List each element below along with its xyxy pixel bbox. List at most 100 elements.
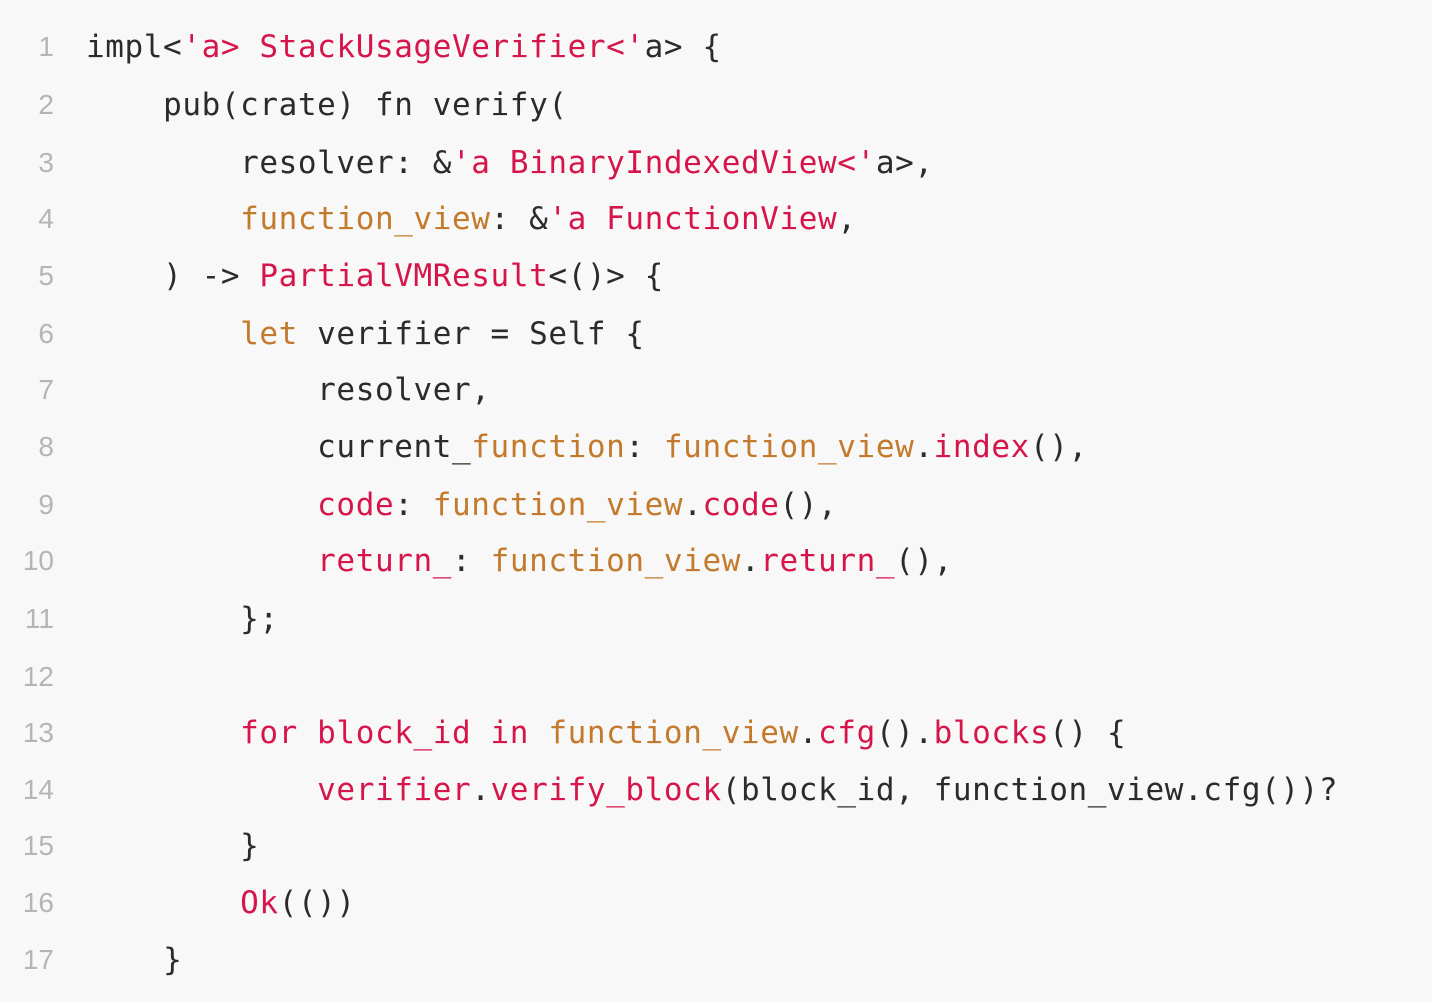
code-text: verifier.verify_block(block_id, function… xyxy=(86,772,1338,808)
line-number: 15 xyxy=(22,829,54,861)
indent xyxy=(86,145,240,181)
line-number: 12 xyxy=(22,660,54,692)
code-token: }; xyxy=(240,600,279,637)
code-token: block_id xyxy=(317,714,472,751)
code-token: () { xyxy=(1049,714,1127,751)
code-line[interactable]: 13 for block_id in function_view.cfg().b… xyxy=(0,704,1432,761)
code-line[interactable]: 2 pub(crate) fn verify( xyxy=(0,76,1432,133)
code-token: 'a> xyxy=(182,28,241,65)
code-text: Ok(()) xyxy=(86,885,356,921)
indent xyxy=(86,201,240,237)
code-token: cfg xyxy=(818,714,876,751)
code-text: } xyxy=(86,828,259,864)
code-token: pub(crate) fn verify( xyxy=(163,86,568,123)
indent xyxy=(86,429,317,465)
code-line[interactable]: 3 resolver: &'a BinaryIndexedView<'a>, xyxy=(0,134,1432,191)
code-line[interactable]: 14 verifier.verify_block(block_id, funct… xyxy=(0,761,1432,818)
code-line[interactable]: 5 ) -> PartialVMResult<()> { xyxy=(0,247,1432,304)
code-token: PartialVMResult xyxy=(259,257,549,294)
code-token: function xyxy=(471,428,626,465)
code-token: : xyxy=(625,428,664,465)
indent xyxy=(86,87,163,123)
code-token: blocks xyxy=(933,714,1050,751)
code-line[interactable]: 16 Ok(()) xyxy=(0,874,1432,931)
indent xyxy=(86,372,317,408)
code-token: . xyxy=(914,428,934,465)
indent xyxy=(86,942,163,978)
code-token: (), xyxy=(895,542,953,579)
code-token: function_view xyxy=(490,542,741,579)
code-token: : xyxy=(452,542,491,579)
code-token: function_view xyxy=(240,200,491,237)
line-number: 7 xyxy=(38,373,54,405)
code-text: for block_id in function_view.cfg().bloc… xyxy=(86,715,1126,751)
code-token: function_view xyxy=(548,714,799,751)
line-number: 6 xyxy=(38,317,54,349)
code-token: . xyxy=(471,771,491,808)
indent xyxy=(86,258,163,294)
indent xyxy=(86,316,240,352)
line-number: 11 xyxy=(24,602,54,634)
code-token: } xyxy=(163,941,183,978)
code-text: resolver, xyxy=(86,372,491,408)
indent xyxy=(86,828,240,864)
code-line[interactable]: 9 code: function_view.code(), xyxy=(0,476,1432,533)
indent xyxy=(86,885,240,921)
indent xyxy=(86,543,317,579)
code-text: current_function: function_view.index(), xyxy=(86,429,1088,465)
line-number: 16 xyxy=(22,886,54,918)
code-token: StackUsageVerifier<' xyxy=(259,28,645,65)
code-text: }; xyxy=(86,601,279,637)
code-text: ) -> PartialVMResult<()> { xyxy=(86,258,664,294)
code-line[interactable]: 4 function_view: &'a FunctionView, xyxy=(0,190,1432,247)
code-token: 'a xyxy=(548,200,587,237)
code-line[interactable]: 6 let verifier = Self { xyxy=(0,305,1432,362)
code-line[interactable]: 15 } xyxy=(0,817,1432,874)
code-token: (()) xyxy=(278,884,356,921)
code-line[interactable]: 11 }; xyxy=(0,590,1432,647)
code-token: a>, xyxy=(875,144,934,181)
code-text: impl<'a> StackUsageVerifier<'a> { xyxy=(86,29,722,65)
code-line[interactable]: 10 return_: function_view.return_(), xyxy=(0,532,1432,589)
code-text: function_view: &'a FunctionView, xyxy=(86,201,857,237)
code-token: impl< xyxy=(86,28,183,65)
code-token: return_ xyxy=(317,542,453,579)
code-token xyxy=(529,715,548,751)
code-token: return_ xyxy=(760,542,896,579)
indent xyxy=(86,772,317,808)
code-token: in xyxy=(490,714,530,751)
code-token: <()> { xyxy=(548,257,664,294)
code-token: . xyxy=(683,486,703,523)
code-token: (), xyxy=(779,486,838,523)
code-text: } xyxy=(86,942,182,978)
code-token: verifier xyxy=(317,771,472,808)
code-token: , xyxy=(837,200,857,237)
code-line[interactable]: 8 current_function: function_view.index(… xyxy=(0,418,1432,475)
line-number: 2 xyxy=(38,88,54,120)
line-number: 8 xyxy=(38,430,54,462)
code-text: pub(crate) fn verify( xyxy=(86,87,568,123)
code-token xyxy=(471,715,490,751)
code-token: (), xyxy=(1029,428,1088,465)
code-token: : & xyxy=(490,200,549,237)
code-line[interactable]: 12 xyxy=(0,648,1432,705)
code-token: FunctionView xyxy=(606,200,838,237)
code-line[interactable]: 7 resolver, xyxy=(0,361,1432,418)
line-number: 17 xyxy=(22,943,54,975)
code-line[interactable]: 17 } xyxy=(0,931,1432,988)
code-token: (). xyxy=(875,714,934,751)
code-token: 'a xyxy=(452,144,491,181)
code-token xyxy=(587,201,606,237)
indent xyxy=(86,715,240,751)
code-token: Ok xyxy=(240,884,279,921)
code-text: resolver: &'a BinaryIndexedView<'a>, xyxy=(86,145,934,181)
line-number: 10 xyxy=(22,544,54,576)
line-number: 4 xyxy=(38,202,54,234)
code-token xyxy=(240,29,259,65)
code-token: function_view xyxy=(432,486,684,523)
code-token: current_ xyxy=(317,428,472,465)
code-token: . xyxy=(798,714,819,751)
code-token: BinaryIndexedView<' xyxy=(509,144,876,181)
